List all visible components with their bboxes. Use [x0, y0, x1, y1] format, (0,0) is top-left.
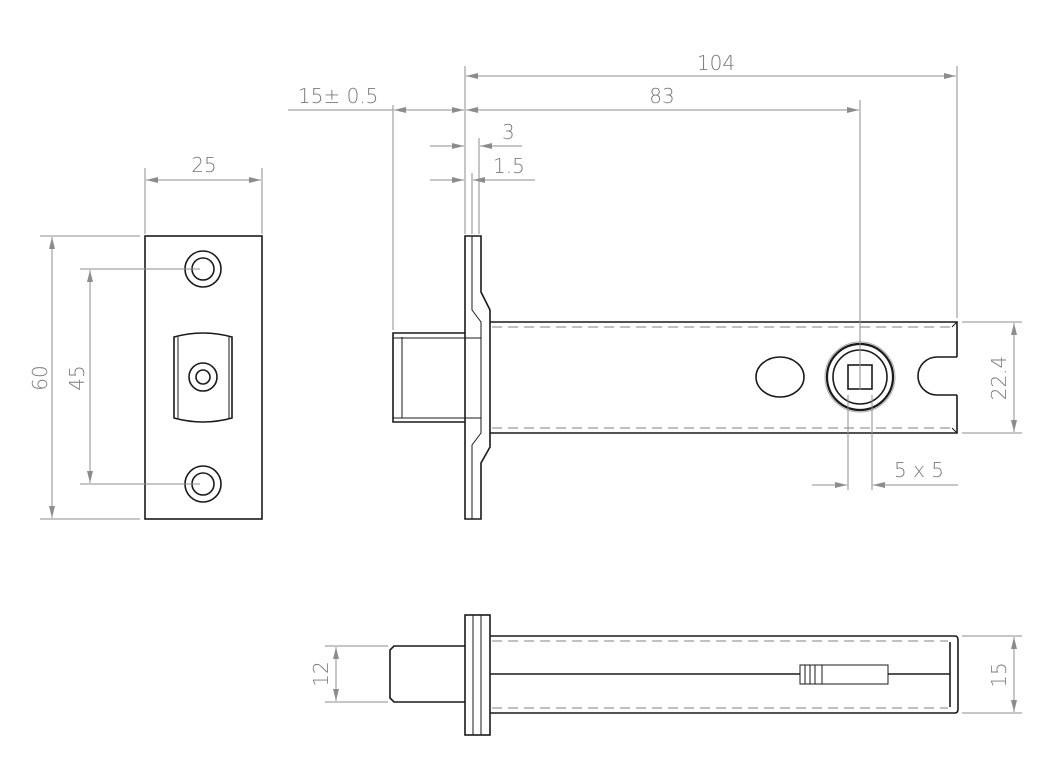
spring-component — [799, 664, 889, 685]
dimension-label: 5 x 5 — [894, 458, 944, 482]
dimension-label: 25 — [191, 153, 216, 177]
strike-plate-view: 25 60 45 — [28, 153, 263, 520]
dimension-15: 15 — [962, 635, 1022, 714]
dimension-45: 45 — [65, 268, 200, 485]
dimension-label: 1.5 — [493, 154, 525, 178]
latch-bolt-edge — [389, 645, 465, 703]
faceplate — [464, 235, 491, 520]
latch-bolt — [392, 332, 481, 423]
strike-plate-outline — [144, 235, 263, 520]
dimension-25: 25 — [144, 153, 263, 234]
dimension-label: 104 — [697, 51, 735, 75]
latch-front-view: 104 83 15± 0.5 3 1.5 — [288, 51, 1022, 520]
dimension-label: 22.4 — [987, 356, 1011, 401]
dimension-60: 60 — [28, 235, 140, 520]
dimension-83: 83 — [466, 84, 861, 390]
dimension-22-4: 22.4 — [962, 321, 1022, 434]
dimension-label: 83 — [649, 84, 674, 108]
dimension-label: 12 — [309, 661, 333, 686]
dimension-5x5: 5 x 5 — [812, 395, 958, 490]
dimension-label: 15 — [987, 662, 1011, 687]
dimension-104: 104 — [464, 51, 958, 318]
dimension-label: 3 — [502, 120, 515, 144]
latch-body-edge — [490, 635, 959, 714]
follower-notch — [917, 356, 957, 396]
dimension-label: 45 — [65, 365, 89, 390]
faceplate-edge — [464, 614, 491, 736]
bolt-recess — [173, 332, 233, 423]
dimension-3: 3 — [430, 120, 522, 234]
latch-body — [490, 321, 958, 434]
oval-hole — [755, 356, 805, 398]
dimension-15-tolerance: 15± 0.5 — [288, 84, 464, 330]
dimension-label: 15± 0.5 — [298, 84, 378, 108]
dimension-label: 60 — [28, 365, 52, 390]
latch-bottom-view: 12 15 — [309, 614, 1022, 736]
dimension-1-5: 1.5 — [430, 154, 535, 234]
dimension-12: 12 — [309, 645, 388, 703]
